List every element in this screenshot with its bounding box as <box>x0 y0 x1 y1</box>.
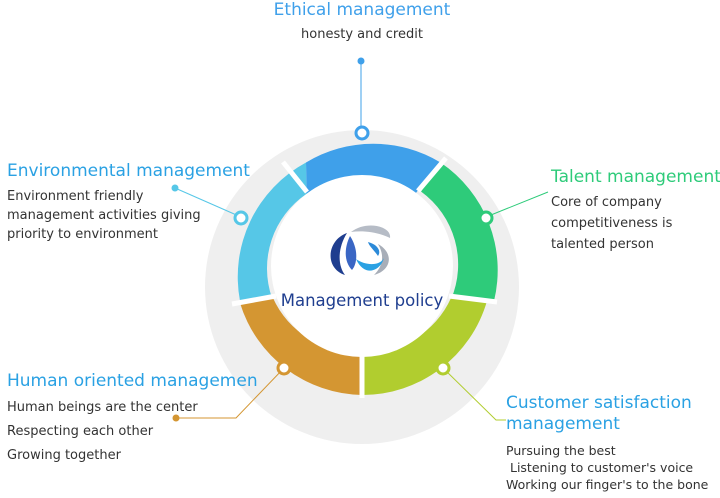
segment-human <box>240 298 362 395</box>
customer-title: Customer satisfaction management <box>506 393 692 434</box>
environmental-desc-line: management activities giving <box>7 208 201 223</box>
human-desc-line: Respecting each other <box>7 424 154 439</box>
ethical-desc-line: honesty and credit <box>301 27 423 42</box>
label-customer: Customer satisfaction management Pursuin… <box>506 393 711 493</box>
marker-customer <box>435 360 451 376</box>
segment-separators <box>231 156 498 398</box>
label-human: Human oriented managemen Human beings ar… <box>7 371 258 468</box>
talent-desc-line: talented person <box>551 237 654 252</box>
human-desc-line: Growing together <box>7 448 121 463</box>
customer-desc: Pursuing the best Listening to customer'… <box>506 442 711 493</box>
marker-environmental <box>233 210 249 226</box>
dot-human <box>172 414 180 422</box>
segment-talent <box>421 162 498 301</box>
marker-talent <box>478 210 494 226</box>
connector-dots <box>171 57 365 422</box>
marker-human <box>276 360 292 376</box>
segment-ethical <box>306 143 441 194</box>
company-logo <box>330 225 391 275</box>
customer-desc-line: Listening to customer's voice <box>506 460 694 475</box>
talent-desc-line: Core of company <box>551 195 662 210</box>
human-desc-line: Human beings are the center <box>7 400 198 415</box>
label-talent: Talent management Core of company compet… <box>551 167 720 255</box>
customer-desc-line: Pursuing the best <box>506 443 616 458</box>
marker-ethical <box>354 125 370 141</box>
segment-environmental <box>237 162 307 301</box>
environmental-desc-line: priority to environment <box>7 227 159 242</box>
environmental-desc: Environment friendly management activiti… <box>7 187 250 244</box>
label-ethical: Ethical management honesty and credit <box>262 0 462 44</box>
dot-environmental <box>171 184 179 192</box>
center-title: Management policy <box>280 291 444 310</box>
segment-customer <box>362 298 487 396</box>
ethical-desc: honesty and credit <box>262 25 462 44</box>
talent-desc: Core of company competitiveness is talen… <box>551 192 720 255</box>
human-title: Human oriented managemen <box>7 371 258 391</box>
talent-title: Talent management <box>551 167 720 187</box>
label-environmental: Environmental management Environment fri… <box>7 161 250 244</box>
dot-ethical <box>357 57 365 65</box>
customer-desc-line: Working our finger's to the bone <box>506 477 709 492</box>
environmental-title: Environmental management <box>7 161 250 181</box>
ring-markers <box>233 125 494 376</box>
connector-lines <box>174 61 549 421</box>
talent-desc-line: competitiveness is <box>551 216 673 231</box>
human-desc: Human beings are the center Respecting e… <box>7 396 258 468</box>
environmental-desc-line: Environment friendly <box>7 189 144 204</box>
ethical-title: Ethical management <box>273 0 451 20</box>
